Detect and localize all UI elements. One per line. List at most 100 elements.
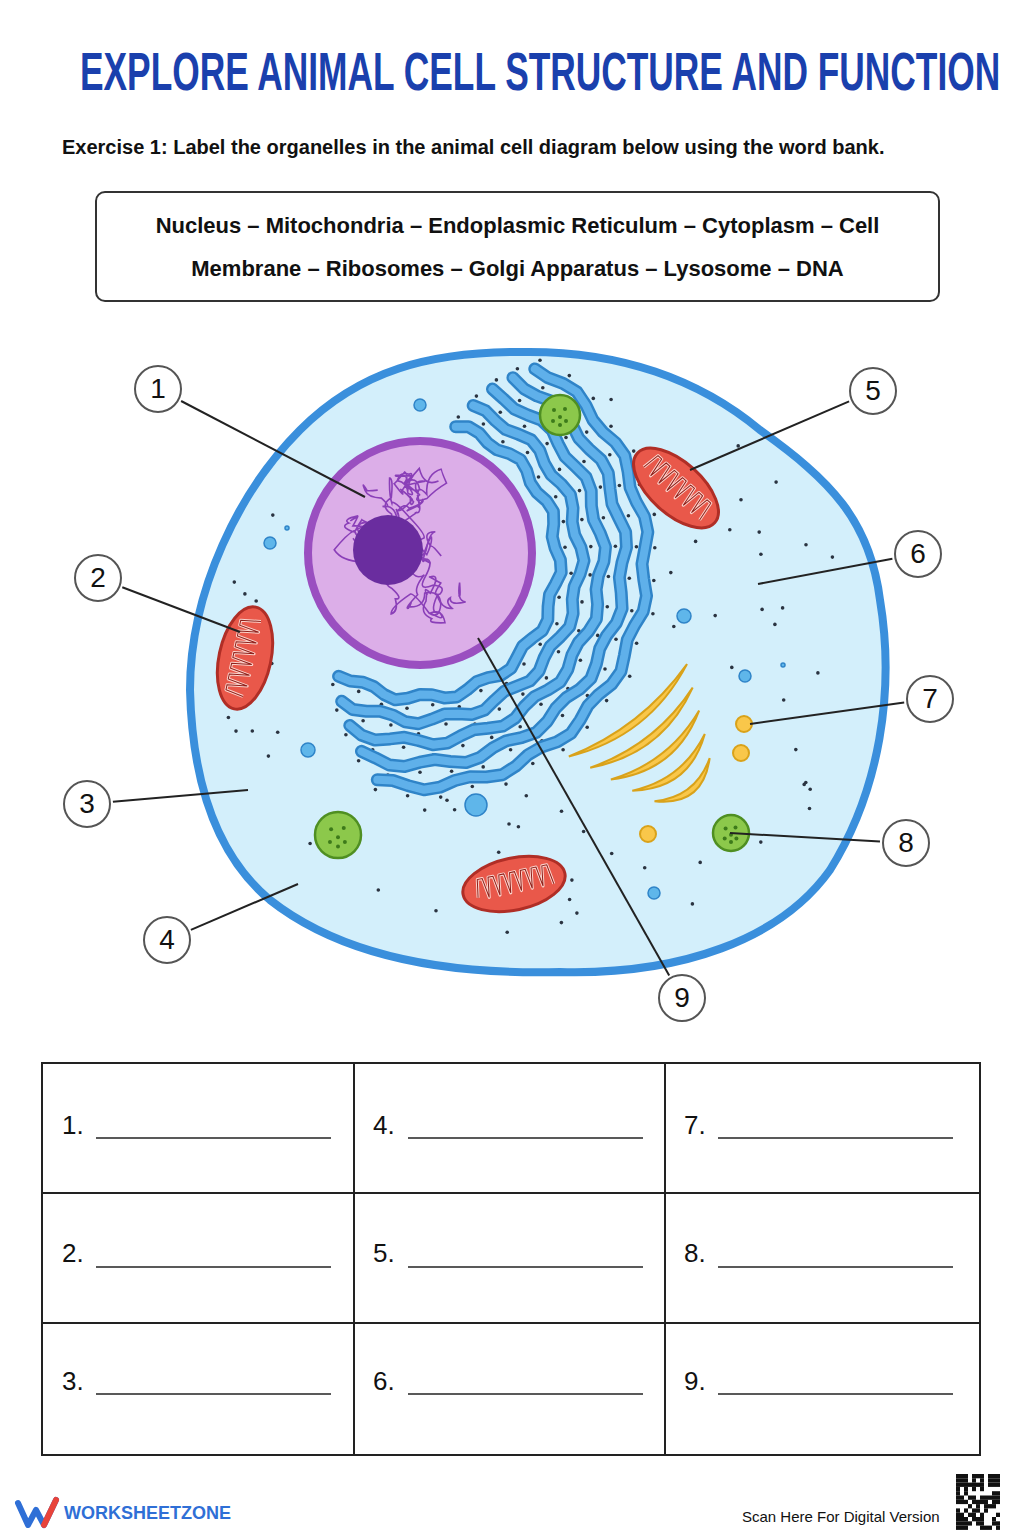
ribosome-dot [610,852,614,856]
leader-line [181,401,365,497]
callout-circle: 6 [894,530,942,578]
ribosome-dot [794,748,798,752]
qr-module [972,1500,976,1504]
qr-module [980,1478,984,1482]
vesicle [414,399,426,411]
qr-module [972,1513,976,1517]
callout-number: 5 [865,375,881,407]
qr-module [976,1517,980,1521]
qr-module [956,1474,960,1478]
qr-module [996,1526,1000,1530]
ribosome-dot [713,614,717,618]
qr-module [976,1521,980,1525]
qr-module [984,1508,988,1512]
qr-module [992,1496,996,1500]
vesicle [781,663,785,667]
mitochondrion [458,848,571,920]
ribosome-dot [234,729,238,733]
er-ribosome [439,795,443,799]
ribosome-dot [774,480,778,484]
ribosome-dot [525,794,529,798]
qr-module [980,1521,984,1525]
mitochondrion [620,434,732,542]
er-ribosome [495,378,499,382]
lysosome-enzyme [734,826,738,830]
er-ribosome [628,577,632,581]
er-ribosome [344,733,348,737]
golgi-cisterna [655,758,721,814]
golgi-vesicle [640,826,656,842]
ribosome-dot [759,840,763,844]
callout-circle: 8 [882,819,930,867]
ribosome-dot [227,716,231,720]
qr-module [984,1500,988,1504]
qr-module [956,1478,960,1482]
leader-line [122,587,240,632]
ribosome-dot [782,698,786,702]
ribosome-dot [453,808,457,812]
qr-module [988,1474,992,1478]
qr-module [968,1521,972,1525]
er-ribosome [554,495,558,499]
mitochondria [209,434,732,920]
ribosome-dot [233,580,237,584]
qr-module [972,1474,976,1478]
mito-outer [620,434,732,542]
answer-line [408,1393,643,1395]
er-ribosome [585,430,589,434]
er-ribosome [471,785,475,789]
er-ribosome [501,440,505,444]
lysosome-enzyme [729,840,733,844]
qr-module [980,1496,984,1500]
table-number: 7. [684,1110,706,1141]
answer-line [718,1393,953,1395]
er-ribosome [475,394,479,398]
callout-circle: 7 [906,675,954,723]
er-ribosome [580,518,584,522]
er-ribosome [632,449,636,453]
cell-membrane [190,352,886,972]
er-ribosome [523,425,527,429]
er-ribosome [635,641,639,645]
qr-module [976,1474,980,1478]
table-number: 8. [684,1238,706,1269]
er-ribosome [614,545,618,549]
qr-module [972,1483,976,1487]
ribosome-dot [308,842,312,846]
word-bank-box: Nucleus – Mitochondria – Endoplasmic Ret… [95,191,940,302]
qr-module [956,1513,960,1517]
qr-module [968,1504,972,1508]
er-ribosome [602,516,606,520]
qr-module [960,1500,964,1504]
ribosome-dot [816,671,820,675]
er-ribosome [450,770,454,774]
qr-module [996,1478,1000,1482]
qr-module [980,1517,984,1521]
answer-blanks [96,1138,953,1394]
callout-circle: 9 [658,974,706,1022]
qr-module [964,1478,968,1482]
table-number: 1. [62,1110,84,1141]
qr-module [956,1500,960,1504]
ribosome-dot [773,623,777,627]
qr-module [964,1508,968,1512]
qr-module [988,1478,992,1482]
er-ribosome [606,605,610,609]
qr-module [976,1483,980,1487]
ribosome-dot [643,866,647,870]
er-ribosome [545,442,549,446]
leader-line [191,884,298,930]
lysosome-enzyme [558,423,562,427]
qr-module [980,1474,984,1478]
er-ribosome [652,579,656,583]
er-ribosome [479,689,483,693]
qr-module [968,1496,972,1500]
er-ribosome [335,708,339,712]
table-number: 2. [62,1238,84,1269]
qr-module [972,1487,976,1491]
lysosome [540,395,580,435]
er-ribosome [457,415,461,419]
er-ribosome [561,748,565,752]
ribosome-dot [560,921,564,925]
table-number: 3. [62,1366,84,1397]
